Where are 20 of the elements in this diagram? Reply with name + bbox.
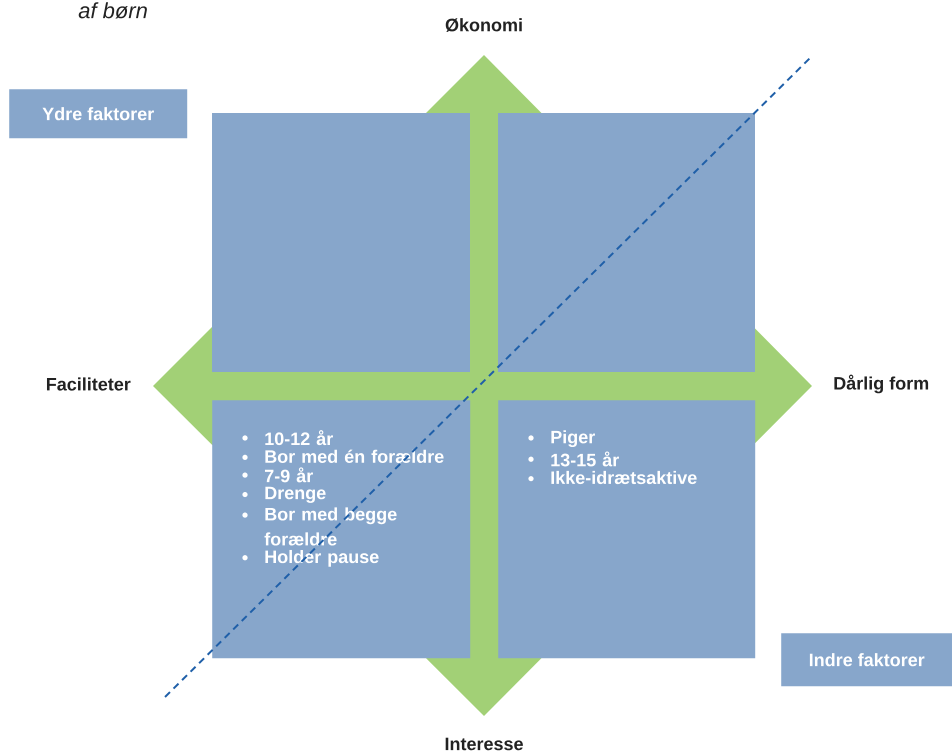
bullet-item: 10-12 år (242, 430, 333, 446)
bullet-item: Bor med begge forældre (242, 507, 397, 546)
bullet-item: 7-9 år (242, 467, 313, 482)
axis-label: Interesse (446, 738, 523, 750)
label-box: Ydre faktorer (9, 89, 188, 138)
quadrant-box (212, 400, 470, 658)
label-box: Indre faktorer (781, 633, 952, 686)
bullet-item: Holder pause (242, 550, 379, 567)
quadrant-box (212, 113, 470, 372)
axis-label: Økonomi (446, 18, 522, 32)
quadrant-box (498, 113, 755, 372)
axis-label: Faciliteter (46, 377, 131, 391)
quadrant-box (498, 400, 756, 658)
title: af børn (78, 2, 147, 19)
bullet-item: Ikke-idrætsaktive (528, 470, 697, 484)
bullet-item: Drenge (242, 486, 326, 503)
bullet-item: 13-15 år (528, 451, 619, 466)
axis-label: Dårlig form (834, 374, 928, 394)
bullet-item: Bor med én forældre (242, 450, 444, 463)
bullet-item: Piger (528, 430, 595, 448)
